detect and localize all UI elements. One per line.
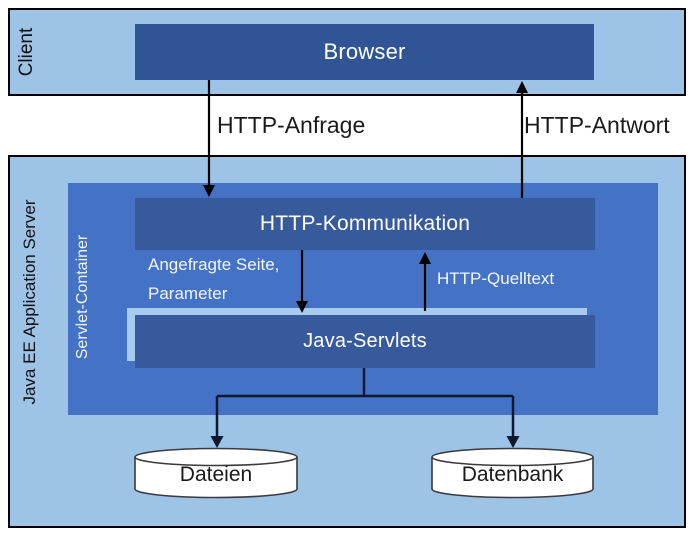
http-communication-box-label: HTTP-Kommunikation [259,212,471,235]
java-ee-server-lane-label: Java EE Application Server [20,199,39,405]
requested-page-label-line1: Angefragte Seite, [148,255,280,274]
requested-page-label: Angefragte Seite, Parameter [148,250,279,308]
browser-box-label: Browser [323,39,406,64]
browser-box: Browser [135,24,594,80]
database-datastore-label: Datenbank [461,463,564,486]
http-source-label: HTTP-Quelltext [437,269,555,288]
files-datastore-label: Dateien [179,463,253,486]
java-servlets-box-label: Java-Servlets [303,330,427,352]
http-communication-box: HTTP-Kommunikation [135,198,595,250]
http-request-label: HTTP-Anfrage [217,112,366,138]
servlet-container-label: Servlet-Container [74,234,91,360]
requested-page-label-line2: Parameter [148,284,228,303]
client-lane-label: Client [16,27,37,77]
http-response-label: HTTP-Antwort [524,112,670,138]
java-servlets-box: Java-Servlets [135,315,595,368]
